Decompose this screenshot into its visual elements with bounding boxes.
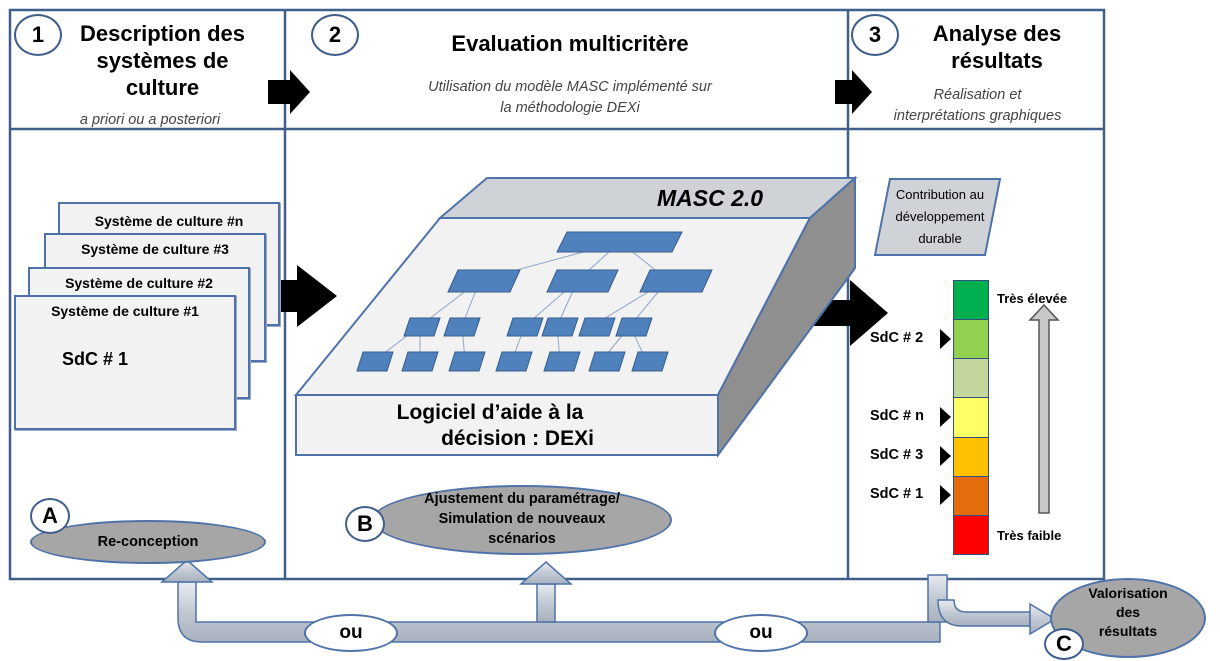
or-label-right: ou xyxy=(714,614,808,652)
loop-b-line1: Ajustement du paramétrage/ xyxy=(424,491,620,507)
or-label-left-text: ou xyxy=(339,622,363,643)
contribution-line3: durable xyxy=(918,231,962,246)
sdc-marker-arrow xyxy=(940,446,951,467)
loop-c-line1: Valorisation xyxy=(1088,585,1168,601)
scale-cell xyxy=(953,358,989,399)
or-label-right-text: ou xyxy=(749,622,773,643)
feedback-pipes xyxy=(160,559,1057,643)
dexi-label: Logiciel d’aide à la décision : DEXi xyxy=(300,400,680,452)
reconception-ellipse: Re-conception xyxy=(30,520,266,564)
scale-cell xyxy=(953,514,989,555)
section-2-subtitle: Utilisation du modèle MASC implémenté su… xyxy=(340,77,800,119)
loop-c-badge: C xyxy=(1044,628,1084,660)
scale-cell xyxy=(953,436,989,477)
scale-cell xyxy=(953,280,989,321)
sdc-marker-label: SdC # 2 xyxy=(870,329,924,346)
section-1-title: Description des systèmes de culture xyxy=(60,20,265,101)
parameter-adjustment-ellipse: Ajustement du paramétrage/ Simulation de… xyxy=(372,485,672,555)
scale-bottom-label: Très faible xyxy=(997,528,1062,543)
sdc-marker-arrow xyxy=(940,485,951,506)
section-3-title: Analyse des résultats xyxy=(892,20,1102,74)
loop-c-line3: résultats xyxy=(1098,623,1158,639)
scale-cell xyxy=(953,397,989,438)
system-card-1-label: Système de culture #1 xyxy=(51,303,199,319)
section-1-title-line2: systèmes de culture xyxy=(96,48,229,100)
masc-model-title: MASC 2.0 xyxy=(656,185,764,211)
loop-b-line3: scénarios xyxy=(488,531,556,547)
contribution-line2: développement xyxy=(895,209,985,224)
contribution-line1: Contribution au xyxy=(895,187,985,202)
scale-cell xyxy=(953,475,989,516)
loop-c-line2: des xyxy=(1115,604,1141,620)
loop-a-badge: A xyxy=(30,498,70,534)
step-2-badge: 2 xyxy=(311,14,359,56)
masc-model-box xyxy=(293,175,858,459)
arrow-body-2 xyxy=(808,280,888,346)
dexi-label-line1: Logiciel d’aide à la xyxy=(396,401,584,424)
system-card-1: Système de culture #1 SdC # 1 xyxy=(14,295,236,430)
section-3-subtitle: Réalisation et interprétations graphique… xyxy=(855,85,1100,127)
system-card-n-label: Système de culture #n xyxy=(94,213,244,229)
model-tree-nodes xyxy=(356,231,713,372)
step-1-badge: 1 xyxy=(14,14,62,56)
system-card-3-label: Système de culture #3 xyxy=(81,241,229,257)
dexi-label-line2: décision : DEXi xyxy=(441,427,594,450)
loop-b-line2: Simulation de nouveaux xyxy=(438,511,606,527)
section-3-title-line2: résultats xyxy=(951,48,1043,73)
section-3-subtitle-line2: interprétations graphiques xyxy=(893,108,1062,124)
or-label-left: ou xyxy=(304,614,398,652)
loop-b-badge: B xyxy=(345,506,385,542)
sdc-marker-arrow xyxy=(940,407,951,427)
contribution-shape xyxy=(873,178,1002,256)
section-2-subtitle-line1: Utilisation du modèle MASC implémenté su… xyxy=(428,79,712,95)
system-card-2-label: Système de culture #2 xyxy=(65,275,213,291)
scale-cell xyxy=(953,319,989,360)
section-3-title-line1: Analyse des xyxy=(932,21,1062,46)
arrow-header-1 xyxy=(268,70,310,114)
contribution-label: Contribution au développement durable xyxy=(885,184,995,250)
section-3-subtitle-line1: Réalisation et xyxy=(933,87,1022,103)
sustainability-scale xyxy=(953,280,989,555)
sdc-marker-label: SdC # n xyxy=(870,408,924,424)
sdc-marker-label: SdC # 3 xyxy=(870,447,924,464)
scale-top-label: Très élevée xyxy=(997,291,1068,306)
section-1-subtitle: a priori ou a posteriori xyxy=(79,112,221,128)
step-3-badge: 3 xyxy=(851,14,899,56)
section-1-title-line1: Description des xyxy=(79,21,246,46)
up-arrow xyxy=(1028,303,1060,514)
system-card-front-label: SdC # 1 xyxy=(61,349,129,369)
sdc-marker-arrow xyxy=(940,328,951,349)
sdc-marker-label: SdC # 1 xyxy=(870,486,924,503)
section-2-subtitle-line2: la méthodologie DEXi xyxy=(500,100,640,116)
reconception-label: Re-conception xyxy=(97,534,199,550)
section-2-title: Evaluation multicritère xyxy=(451,31,689,56)
arrow-header-2 xyxy=(835,70,872,114)
